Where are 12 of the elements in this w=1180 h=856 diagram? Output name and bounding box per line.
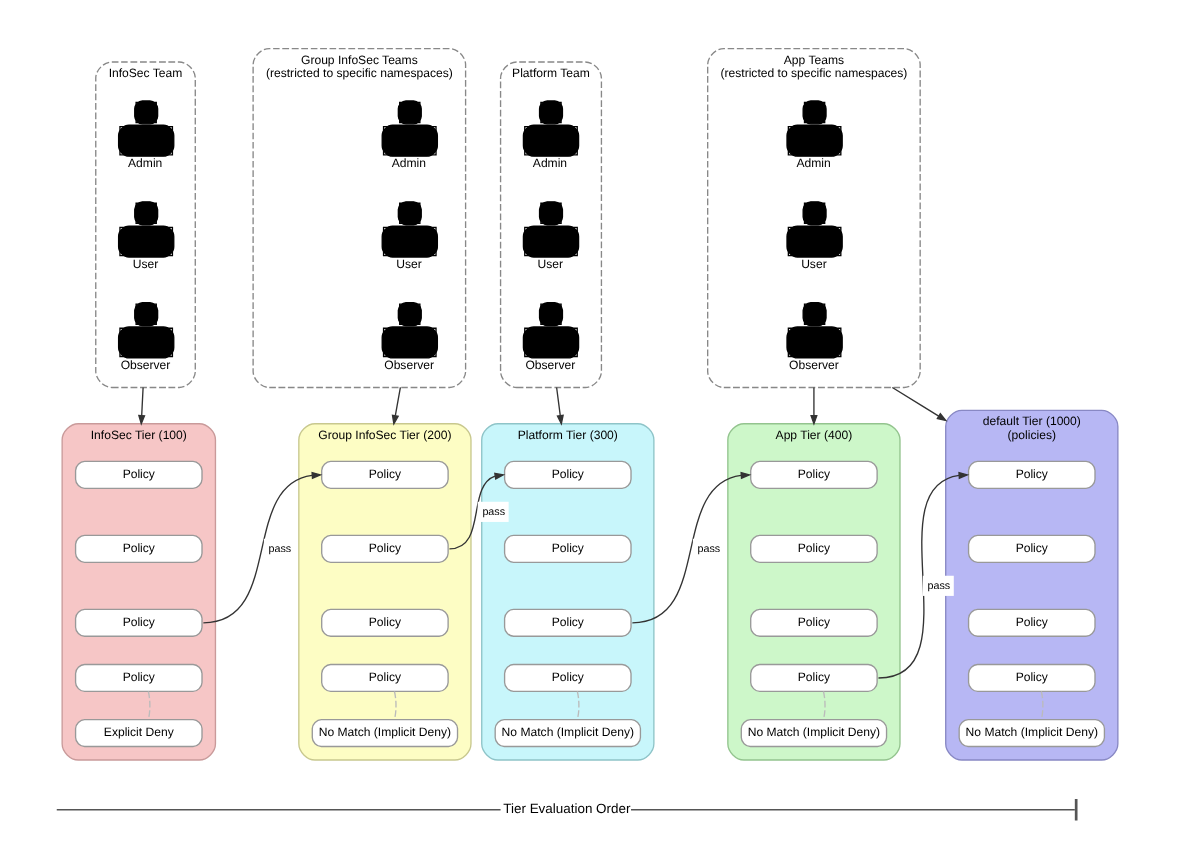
connector [1040, 690, 1044, 720]
connector [822, 690, 826, 720]
arrow [391, 386, 402, 426]
connector [147, 690, 151, 720]
arrow [137, 386, 146, 426]
connector [393, 690, 397, 720]
connector [576, 690, 580, 720]
arrow [448, 472, 506, 550]
arrow [810, 386, 818, 426]
arrow [891, 386, 948, 422]
arrow [202, 471, 323, 624]
arrow [555, 386, 564, 426]
